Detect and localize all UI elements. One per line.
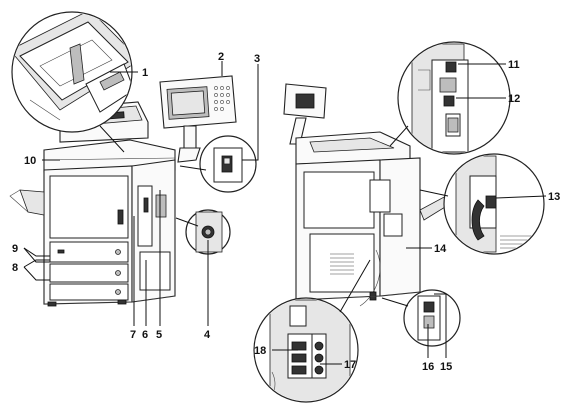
callout-14: 14 <box>434 243 447 255</box>
callout-5: 5 <box>156 329 162 341</box>
zoom-power-socket <box>403 289 461 347</box>
front-view-printer <box>9 101 176 307</box>
callout-4: 4 <box>204 329 211 341</box>
callout-6: 6 <box>142 329 148 341</box>
callout-1: 1 <box>142 67 148 79</box>
callout-16: 16 <box>422 361 434 373</box>
callout-13: 13 <box>548 191 560 203</box>
callout-17: 17 <box>344 359 356 371</box>
callout-2: 2 <box>218 51 224 63</box>
zoom-power-switch <box>199 135 257 193</box>
callout-15: 15 <box>440 361 452 373</box>
callout-7: 7 <box>130 329 136 341</box>
callout-labels: 1 2 3 4 5 6 7 8 9 10 11 12 13 14 15 16 1… <box>12 51 560 373</box>
zoom-knob <box>185 209 231 255</box>
callout-18: 18 <box>254 345 266 357</box>
callout-9: 9 <box>12 243 18 255</box>
zoom-connector-lines <box>99 125 449 313</box>
zoom-side-connector <box>443 153 545 255</box>
rear-view-printer <box>283 83 451 307</box>
callout-10: 10 <box>24 155 36 167</box>
callout-leaders <box>23 61 547 365</box>
zoom-rear-connectors <box>397 41 511 155</box>
callout-8: 8 <box>12 262 18 274</box>
callout-11: 11 <box>508 59 520 71</box>
control-panel <box>159 75 237 163</box>
zoom-platen-glass <box>11 11 133 133</box>
callout-3: 3 <box>254 53 260 65</box>
callout-12: 12 <box>508 93 520 105</box>
zoom-telephone-jacks <box>253 297 359 403</box>
